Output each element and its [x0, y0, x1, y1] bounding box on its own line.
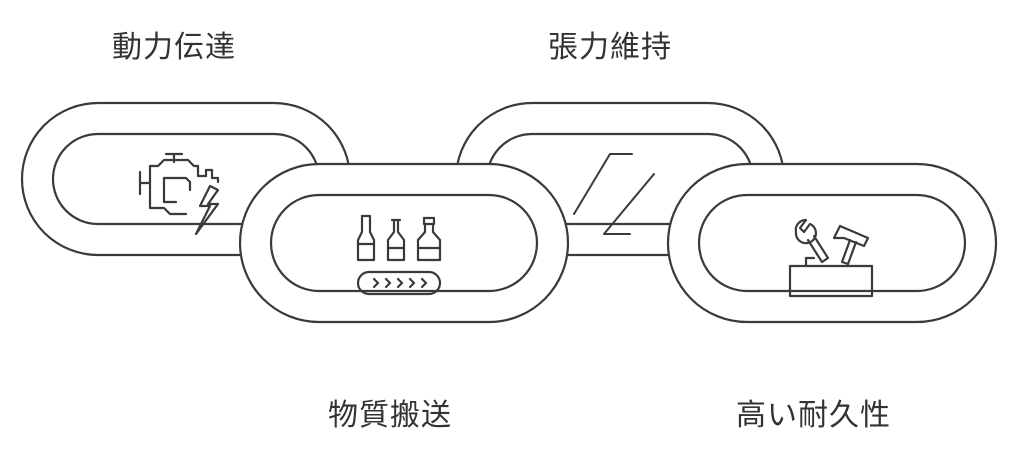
bottles-conveyor-icon	[356, 214, 442, 296]
tension-z-icon	[573, 153, 655, 235]
label-power-transmission: 動力伝達	[112, 30, 236, 65]
label-material-conveying: 物質搬送	[328, 398, 452, 433]
toolbox-icon	[788, 218, 874, 298]
chain-link-4	[666, 162, 998, 324]
engine-lightning-icon	[138, 152, 220, 236]
label-tension-maintenance: 張力維持	[548, 30, 672, 65]
label-high-durability: 高い耐久性	[736, 398, 891, 433]
